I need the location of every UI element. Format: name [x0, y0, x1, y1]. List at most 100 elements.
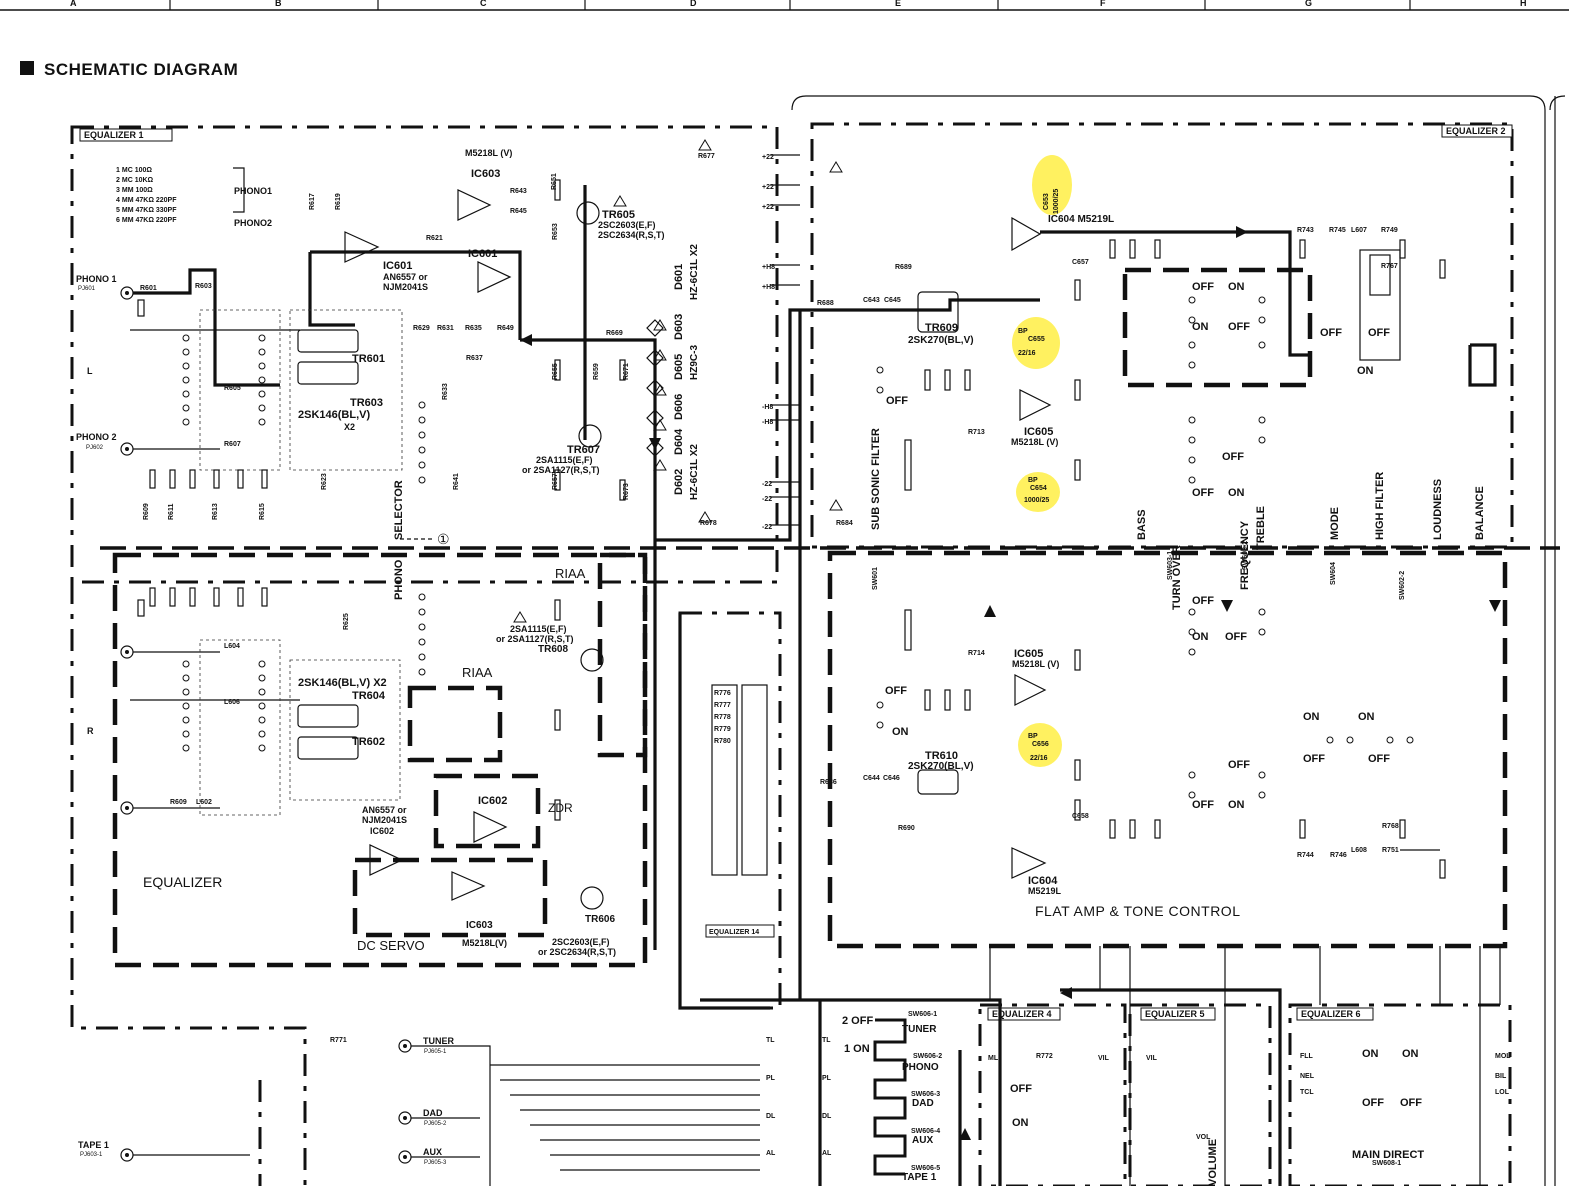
- warning-icon: [653, 384, 667, 396]
- svg-text:R778: R778: [714, 714, 731, 721]
- svg-text:C656: C656: [1032, 741, 1049, 748]
- svg-text:R625: R625: [343, 613, 350, 630]
- svg-text:+H8: +H8: [762, 264, 775, 271]
- svg-text:R635: R635: [465, 325, 482, 332]
- opamp-ic603a: [457, 189, 492, 221]
- svg-text:PJ605-1: PJ605-1: [424, 1049, 447, 1055]
- svg-text:C646: C646: [883, 775, 900, 782]
- equalizer5-label: EQUALIZER 5: [1145, 1009, 1205, 1019]
- svg-text:VIL: VIL: [1146, 1055, 1158, 1062]
- label-volume: VOLUME: [1207, 1139, 1219, 1186]
- svg-text:R619: R619: [335, 193, 342, 210]
- svg-text:R645: R645: [510, 208, 527, 215]
- grid-column-d: D: [690, 0, 697, 8]
- svg-text:DAD: DAD: [912, 1098, 934, 1109]
- svg-text:L602: L602: [196, 799, 212, 806]
- svg-text:D605: D605: [673, 354, 685, 380]
- svg-text:PJ601: PJ601: [78, 286, 96, 292]
- svg-text:R689: R689: [895, 264, 912, 271]
- svg-text:SW608-1: SW608-1: [1372, 1160, 1401, 1167]
- svg-text:ON: ON: [1012, 1117, 1029, 1129]
- flow-arrows: [520, 226, 1501, 1140]
- label-frequency: FREQUENCY: [1239, 520, 1251, 590]
- opamp-ic603b: [451, 871, 486, 901]
- svg-text:OFF: OFF: [885, 685, 907, 697]
- svg-text:+H8: +H8: [762, 284, 775, 291]
- svg-text:R771: R771: [330, 1037, 347, 1044]
- svg-text:L608: L608: [1351, 847, 1367, 854]
- switch-refs: SW601 SW602-2 SW603-1 SW603-2 SW604 SW60…: [872, 541, 1406, 1172]
- riaa-label-inner: RIAA: [462, 665, 493, 680]
- svg-text:PHONO 2: PHONO 2: [76, 432, 117, 442]
- warning-icons: [513, 139, 843, 623]
- selector-contacts: [182, 334, 426, 752]
- svg-text:+22: +22: [762, 204, 774, 211]
- dc-servo-label: DC SERVO: [357, 938, 425, 953]
- svg-text:R772: R772: [1036, 1053, 1053, 1060]
- dad-input: DAD PJ605-2: [398, 1108, 447, 1127]
- label-phono: PHONO: [393, 559, 405, 600]
- svg-text:R777: R777: [714, 702, 731, 709]
- equalizer5-box: [1128, 1003, 1272, 1186]
- svg-text:R603: R603: [195, 283, 212, 290]
- ic605-bot-label: IC605: [1014, 648, 1043, 660]
- svg-text:ON: ON: [1192, 321, 1209, 333]
- warning-icon: [613, 195, 627, 207]
- svg-text:OFF: OFF: [1222, 451, 1244, 463]
- svg-text:R751: R751: [1382, 847, 1399, 854]
- svg-text:1000/25: 1000/25: [1024, 497, 1049, 504]
- grid-column-h: H: [1520, 0, 1527, 8]
- warning-icon: [653, 459, 667, 471]
- svg-text:SW606-1: SW606-1: [908, 1011, 937, 1018]
- opamp-ic605a: [1019, 389, 1052, 421]
- tr609-label: TR609: [925, 322, 958, 334]
- svg-text:R601: R601: [140, 285, 157, 292]
- svg-text:FLL: FLL: [1300, 1053, 1314, 1060]
- svg-text:OFF: OFF: [1192, 799, 1214, 811]
- equalizer1-box: [70, 125, 779, 584]
- svg-text:OFF: OFF: [886, 395, 908, 407]
- warning-icon: [653, 349, 667, 361]
- svg-text:R768: R768: [1382, 823, 1399, 830]
- svg-text:R745: R745: [1329, 227, 1346, 234]
- svg-text:OFF: OFF: [1320, 327, 1342, 339]
- marker-one: ①: [437, 531, 450, 547]
- svg-text:R641: R641: [453, 473, 460, 490]
- svg-text:+22: +22: [762, 184, 774, 191]
- arrow-up-icon: [984, 605, 996, 617]
- svg-text:OFF: OFF: [1368, 327, 1390, 339]
- warning-icon: [653, 319, 667, 331]
- tr608-label: TR608: [538, 644, 568, 655]
- svg-text:LOL: LOL: [1495, 1089, 1510, 1096]
- svg-text:-22: -22: [762, 481, 772, 488]
- svg-text:ML: ML: [988, 1055, 999, 1062]
- svg-text:-H8: -H8: [762, 404, 773, 411]
- svg-text:R714: R714: [968, 650, 985, 657]
- svg-text:OFF: OFF: [1400, 1097, 1422, 1109]
- svg-text:SW603-1: SW603-1: [1167, 551, 1174, 580]
- bjt-symbols: [576, 201, 604, 910]
- svg-text:BP: BP: [1028, 477, 1038, 484]
- svg-text:VOL: VOL: [1196, 1134, 1211, 1141]
- svg-text:R613: R613: [212, 503, 219, 520]
- grid-column-b: B: [275, 0, 282, 8]
- phono-row-6: 6 MM 47KΩ 220PF: [116, 217, 177, 224]
- svg-text:or 2SC2634(R,S,T): or 2SC2634(R,S,T): [538, 947, 616, 957]
- opamp-ic604a: [1011, 216, 1042, 252]
- svg-text:ON: ON: [1303, 711, 1320, 723]
- svg-text:R623: R623: [321, 473, 328, 490]
- svg-text:R684: R684: [836, 520, 853, 527]
- svg-text:OFF: OFF: [1228, 321, 1250, 333]
- svg-text:R629: R629: [413, 325, 430, 332]
- svg-text:OFF: OFF: [1192, 281, 1214, 293]
- svg-text:R637: R637: [466, 355, 483, 362]
- svg-text:22/16: 22/16: [1018, 350, 1036, 357]
- opamp-ic602b: [369, 844, 404, 876]
- phono-row-5: 5 MM 47KΩ 330PF: [116, 207, 177, 214]
- svg-text:R609: R609: [143, 503, 150, 520]
- channel-right: R: [87, 726, 94, 736]
- arrow-right-icon: [1236, 226, 1248, 238]
- flat-amp-bottom-bus: [989, 946, 1501, 1186]
- grid-column-g: G: [1305, 0, 1312, 8]
